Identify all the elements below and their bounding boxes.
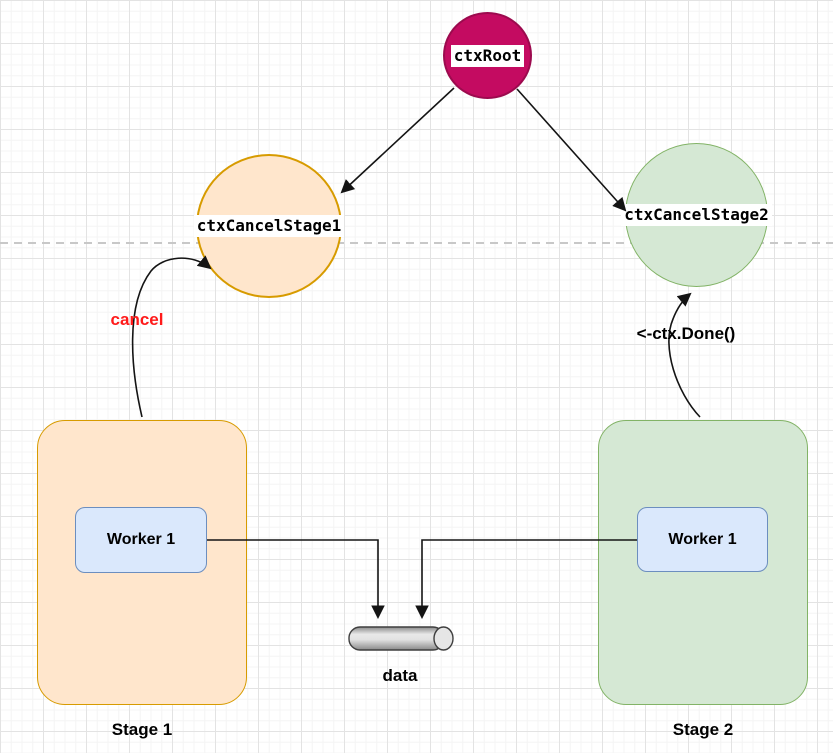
dashed-divider-line [0, 242, 833, 244]
stage1-label: Stage 1 [111, 720, 173, 739]
node-ctx-cancel-stage2[interactable]: ctxCancelStage2 [621, 143, 772, 287]
stage2-label: Stage 2 [672, 720, 734, 739]
worker1-stage2-label: Worker 1 [668, 530, 737, 548]
edge-cancel-curve[interactable] [131, 255, 212, 418]
data-pipe-shape[interactable] [348, 626, 454, 651]
ctx-done-edge-label[interactable]: <-ctx.Done() [636, 324, 736, 343]
worker1-stage1-label: Worker 1 [106, 531, 176, 548]
edge-done-curve[interactable] [668, 292, 701, 418]
ctx-cancel-stage2-label: ctxCancelStage2 [621, 204, 772, 226]
ctx-cancel-stage1-label: ctxCancelStage1 [193, 215, 345, 237]
worker1-stage2-box[interactable]: Worker 1 [637, 507, 768, 572]
ctx-root-label: ctxRoot [450, 44, 525, 67]
edge-root-to-cancel2[interactable] [516, 88, 627, 212]
cancel-edge-label[interactable]: cancel [110, 310, 164, 329]
data-pipe-label: data [382, 666, 418, 685]
node-ctx-root[interactable]: ctxRoot [443, 12, 532, 99]
node-ctx-cancel-stage1[interactable]: ctxCancelStage1 [193, 154, 345, 298]
worker1-stage1-box[interactable]: Worker 1 [75, 507, 207, 573]
edge-root-to-cancel1[interactable] [340, 87, 455, 194]
